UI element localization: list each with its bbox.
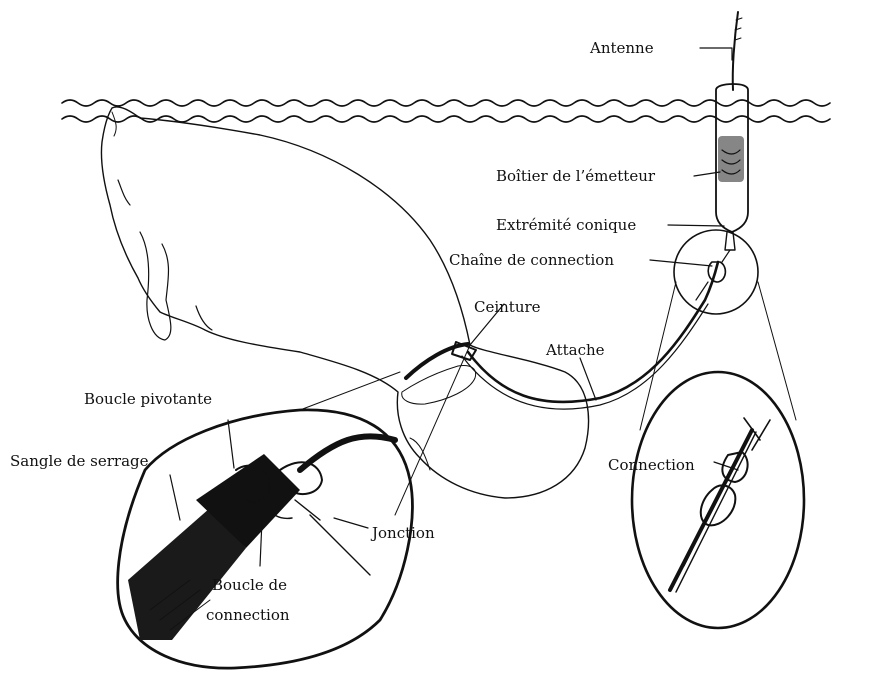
label-antenne: Antenne [589, 39, 654, 57]
label-attache: Attache [545, 341, 605, 359]
water-surface [62, 100, 830, 122]
label-boucle-de: Boucle de [212, 576, 287, 594]
label-boitier-emetteur: Boîtier de l’émetteur [496, 167, 656, 185]
label-boucle-pivotante: Boucle pivotante [84, 390, 212, 408]
label-connection-detail: Connection [608, 456, 695, 474]
label-connection-word: connection [206, 606, 290, 624]
label-ceinture: Ceinture [474, 298, 541, 316]
connection-detail-inset [632, 372, 804, 628]
label-jonction: Jonction [370, 524, 435, 542]
label-chaine-connection: Chaîne de connection [449, 251, 614, 269]
label-extremite-conique: Extrémité conique [496, 216, 636, 234]
label-sangle-serrage: Sangle de serrage [10, 452, 149, 470]
